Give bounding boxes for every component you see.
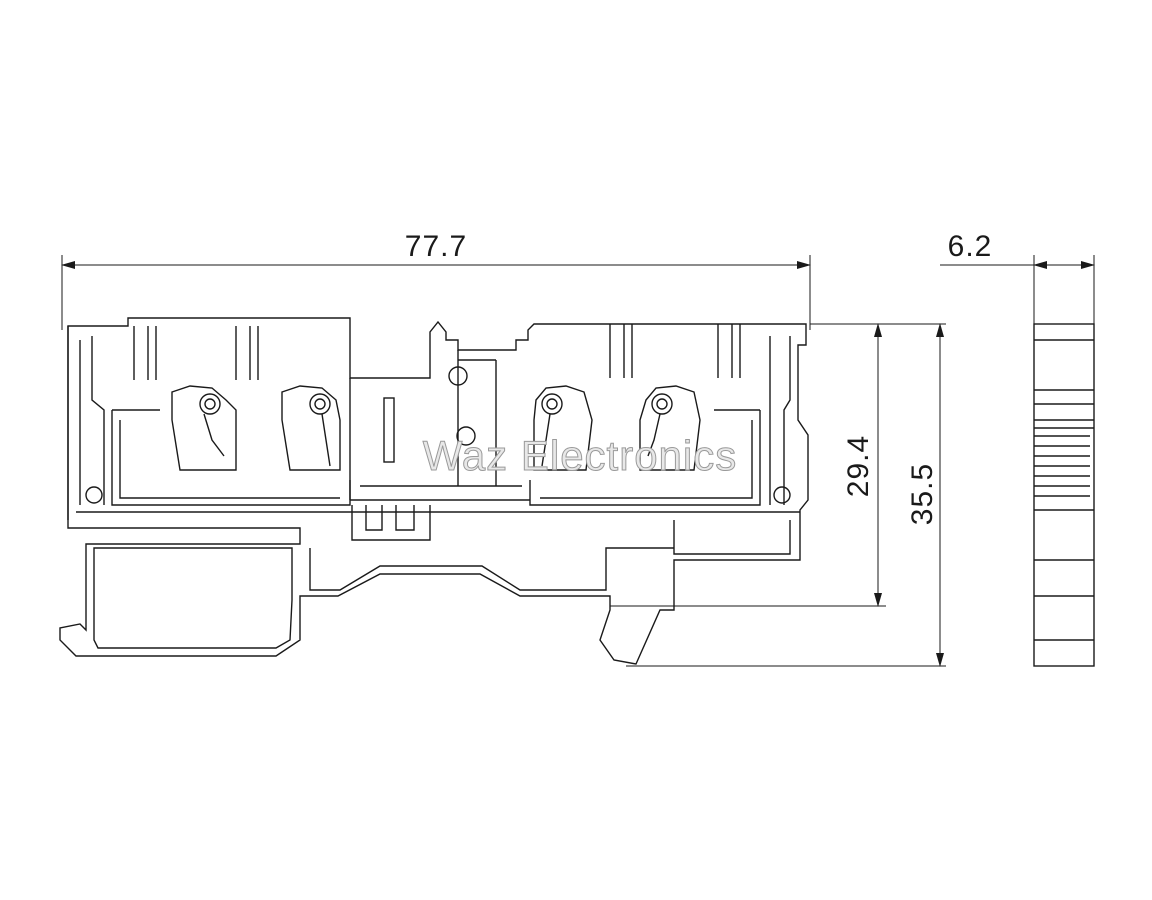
side-view bbox=[1033, 323, 1095, 667]
width-label: 6.2 bbox=[948, 230, 993, 263]
rail-height-dimension: 29.4 bbox=[610, 323, 946, 607]
spring-clamp bbox=[171, 385, 237, 471]
spring-clamp bbox=[533, 385, 593, 471]
spring-clamp bbox=[639, 385, 701, 471]
overall-height-dimension: 35.5 bbox=[626, 323, 946, 667]
front-view bbox=[59, 317, 809, 665]
watermark-text: Waz Electronics bbox=[423, 432, 738, 479]
length-label: 77.7 bbox=[405, 230, 467, 263]
spring-clamp bbox=[281, 385, 341, 471]
rail-height-label: 29.4 bbox=[842, 435, 875, 497]
length-dimension: 77.7 bbox=[61, 230, 811, 330]
width-dimension: 6.2 bbox=[940, 230, 1095, 330]
overall-height-label: 35.5 bbox=[906, 463, 939, 525]
